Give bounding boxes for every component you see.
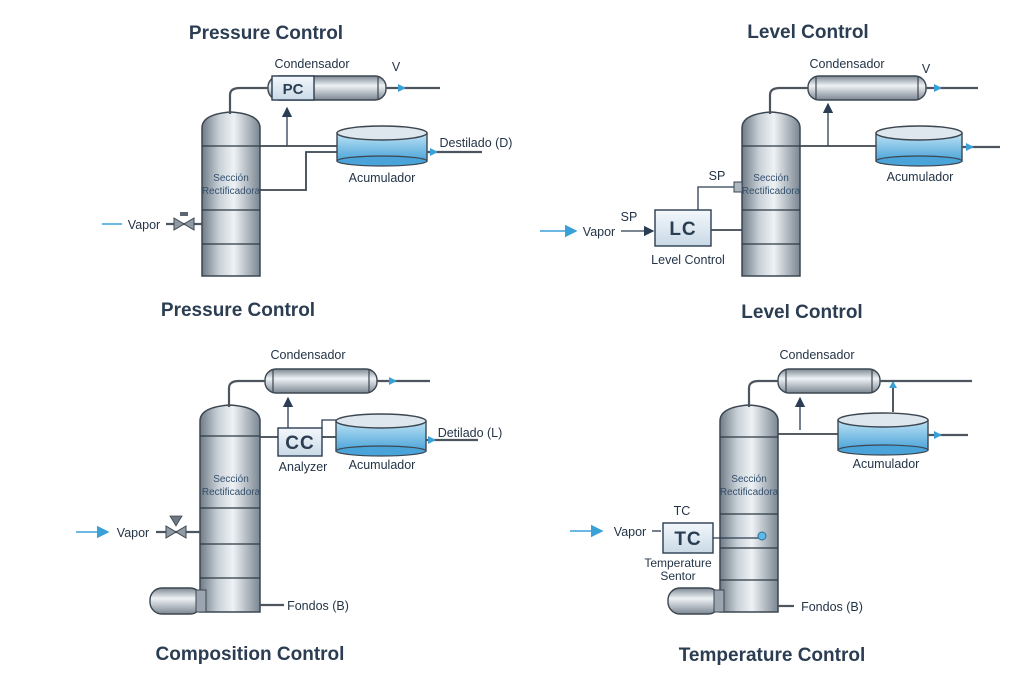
reboiler-pump-icon [149, 587, 207, 615]
level-sensor-icon [733, 181, 743, 193]
section-label-line2: Rectificadora [742, 186, 801, 197]
panel-temperature-control: Condensador Sección Rectificadora Acumul… [570, 348, 972, 615]
feed-label: Vapor [128, 218, 160, 232]
sensor-label-line1: Temperature [644, 556, 712, 570]
accumulator-label: Acumulador [349, 171, 416, 185]
setpoint-label: SP [621, 210, 638, 224]
flow-arrow-icon [934, 431, 942, 439]
cc-controller-tag: CC [285, 433, 314, 454]
vapor-out-label: V [392, 60, 401, 74]
panel-caption: Level Control [741, 302, 862, 323]
section-label-line1: Sección [731, 474, 767, 485]
accumulator-tank [335, 413, 427, 457]
controller-label: Level Control [651, 253, 725, 267]
flow-arrow-icon [389, 377, 397, 385]
panel-caption: Temperature Control [679, 645, 866, 666]
section-label-line1: Sección [753, 173, 789, 184]
accumulator-tank [336, 125, 428, 167]
panel-caption: Composition Control [156, 644, 345, 665]
condenser-unit [777, 368, 881, 394]
condenser-label: Condensador [809, 57, 884, 71]
accumulator-tank [837, 412, 929, 456]
setpoint-label: SP [709, 169, 726, 183]
controller-label: Analyzer [279, 460, 328, 474]
accumulator-tank [875, 125, 963, 167]
accumulator-label: Acumulador [853, 457, 920, 471]
flow-arrow-icon [889, 381, 897, 388]
section-label-line2: Rectificadora [202, 487, 261, 498]
panel-composition-control: Condensador Sección Rectificadora CC Ana… [76, 348, 503, 615]
condenser-unit [264, 368, 378, 394]
controller-tag-label: TC [674, 504, 691, 518]
flow-arrow-icon [398, 84, 406, 92]
distillation-column [719, 404, 779, 613]
bottoms-label: Fondos (B) [801, 600, 863, 614]
flow-arrow-icon [430, 148, 438, 156]
overhead-vapor-pipe [228, 86, 268, 114]
panel-level-control: Level Control Condensador V Sección Rect… [540, 22, 1000, 277]
condenser-label: Condensador [270, 348, 345, 362]
overhead-vapor-pipe [747, 379, 778, 407]
panel-heading: Pressure Control [189, 23, 343, 44]
sensor-label-line2: Sentor [660, 569, 695, 583]
bottoms-label: Fondos (B) [287, 599, 349, 613]
flow-arrow-icon [934, 84, 942, 92]
panel-caption: Pressure Control [161, 300, 315, 321]
pc-controller-tag: PC [283, 81, 304, 98]
valve-icon [173, 212, 195, 231]
signal-line [321, 419, 338, 428]
tc-controller-box [662, 522, 714, 554]
panel-heading: Level Control [747, 22, 868, 43]
feed-label: Vapor [614, 525, 646, 539]
panel-pressure-control: Pressure Control Condensador V PC Secció… [102, 23, 513, 277]
reboiler-pump-icon [667, 587, 725, 615]
section-label-line2: Rectificadora [202, 186, 261, 197]
overhead-vapor-pipe [227, 379, 265, 407]
condenser-unit [807, 75, 927, 101]
signal-line [697, 186, 734, 210]
section-label-line1: Sección [213, 173, 249, 184]
condenser-label: Condensador [779, 348, 854, 362]
distillation-column [199, 404, 261, 613]
accumulator-label: Acumulador [887, 170, 954, 184]
overhead-vapor-pipe [768, 86, 808, 114]
valve-icon [165, 515, 187, 539]
temperature-sensor-icon [757, 531, 767, 541]
condenser-label: Condensador [274, 57, 349, 71]
flow-arrow-icon [428, 436, 436, 444]
vapor-out-label: V [922, 62, 931, 76]
pc-controller-box [271, 75, 315, 101]
flow-arrow-icon [966, 143, 974, 151]
lc-controller-tag: LC [669, 219, 696, 240]
tc-controller-tag: TC [674, 529, 701, 550]
distillate-label: Detilado (L) [438, 426, 503, 440]
feed-label: Vapor [117, 526, 149, 540]
cc-controller-box [277, 427, 323, 457]
reflux-return-pipe [260, 151, 340, 191]
distillate-label: Destilado (D) [440, 136, 513, 150]
section-label-line1: Sección [213, 474, 249, 485]
feed-label: Vapor [583, 225, 615, 239]
accumulator-label: Acumulador [349, 458, 416, 472]
lc-controller-box [654, 209, 712, 247]
section-label-line2: Rectificadora [720, 487, 779, 498]
